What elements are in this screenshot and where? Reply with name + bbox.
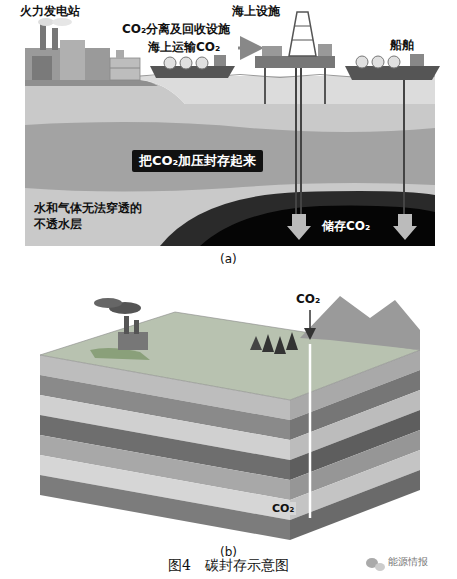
callout-text: 把CO₂加压封存起来: [139, 153, 256, 168]
transport-ship: [180, 57, 192, 69]
front-face: [40, 475, 290, 540]
offshore-platform: [255, 12, 335, 214]
factory: [134, 320, 139, 334]
injection-well: [310, 310, 311, 518]
offshore-platform: [295, 26, 310, 27]
impermeable-layer: [160, 191, 435, 246]
capture-facility: [110, 68, 140, 69]
trees: [250, 332, 298, 354]
offshore-platform: [292, 40, 313, 41]
storage-label: 储存CO₂: [322, 219, 370, 233]
injection-arrows: [287, 214, 311, 240]
injection-well: [309, 310, 311, 334]
factory: [94, 298, 148, 350]
injection-arrows: [393, 214, 417, 240]
offshore-platform: [300, 68, 302, 214]
ship-label: 船舶: [390, 38, 414, 52]
trees: [274, 336, 286, 354]
power-plant: [60, 40, 85, 80]
impermeable-layer: [160, 191, 435, 246]
callout-box: 把CO₂加压封存起来: [132, 150, 263, 172]
factory: [94, 298, 122, 308]
factory: [124, 316, 129, 334]
rock-layers: [25, 80, 435, 246]
facility-label: CO₂分离及回收设施: [122, 22, 230, 36]
offshore-platform: [324, 68, 326, 104]
transport-ship: [214, 55, 226, 66]
wechat-icon: [366, 558, 385, 571]
injection-arrows: [287, 214, 417, 240]
trees: [286, 332, 298, 350]
power-plant: [52, 18, 72, 26]
transport-ship: [238, 47, 252, 50]
sea: [140, 76, 435, 104]
offshore-platform: [264, 68, 266, 104]
plant-label: 火力发电站: [20, 4, 80, 18]
ship: [372, 56, 384, 68]
co2-label: CO₂: [296, 292, 320, 306]
ship: [388, 56, 400, 68]
offshore-platform: [289, 12, 316, 56]
power-plant: [38, 18, 54, 26]
rock-layers: [25, 80, 158, 86]
panel-label: (a): [220, 252, 237, 266]
capture-facility: [116, 50, 124, 58]
platform-label: 海上设施: [232, 4, 280, 18]
layer-label: 水和气体无法穿透的不透水层: [34, 200, 152, 232]
ship: [356, 56, 368, 68]
power-plant: [32, 56, 52, 80]
rock-layers: [25, 80, 435, 246]
power-plant: [52, 28, 58, 50]
capture-facility: [110, 58, 140, 80]
wechat-icon: [375, 563, 385, 571]
ship: [410, 54, 424, 66]
capture-facility: [110, 50, 140, 80]
transport-ship: [150, 66, 235, 78]
ship: [345, 54, 440, 214]
figure-caption: 图4 碳封存示意图: [168, 557, 289, 575]
offshore-platform: [255, 56, 335, 68]
injection-well: [309, 344, 312, 518]
transport-label: 海上运输CO₂: [148, 40, 220, 54]
rock-layers: [25, 122, 435, 191]
offshore-platform: [295, 68, 297, 214]
ship: [403, 80, 405, 214]
top-surface: [40, 296, 420, 400]
offshore-platform: [318, 44, 332, 56]
factory: [118, 332, 148, 350]
offshore-platform: [262, 46, 282, 56]
storage-zone: [200, 206, 435, 246]
power-plant: [40, 24, 46, 50]
storage-zone: [200, 206, 435, 246]
watermark: 能源情报: [388, 556, 428, 568]
transport-ship: [164, 57, 176, 69]
transport-ship: [196, 57, 208, 69]
trees: [250, 336, 262, 350]
co2-label: CO₂: [270, 502, 296, 515]
trees: [262, 334, 274, 352]
power-plant: [25, 18, 110, 80]
